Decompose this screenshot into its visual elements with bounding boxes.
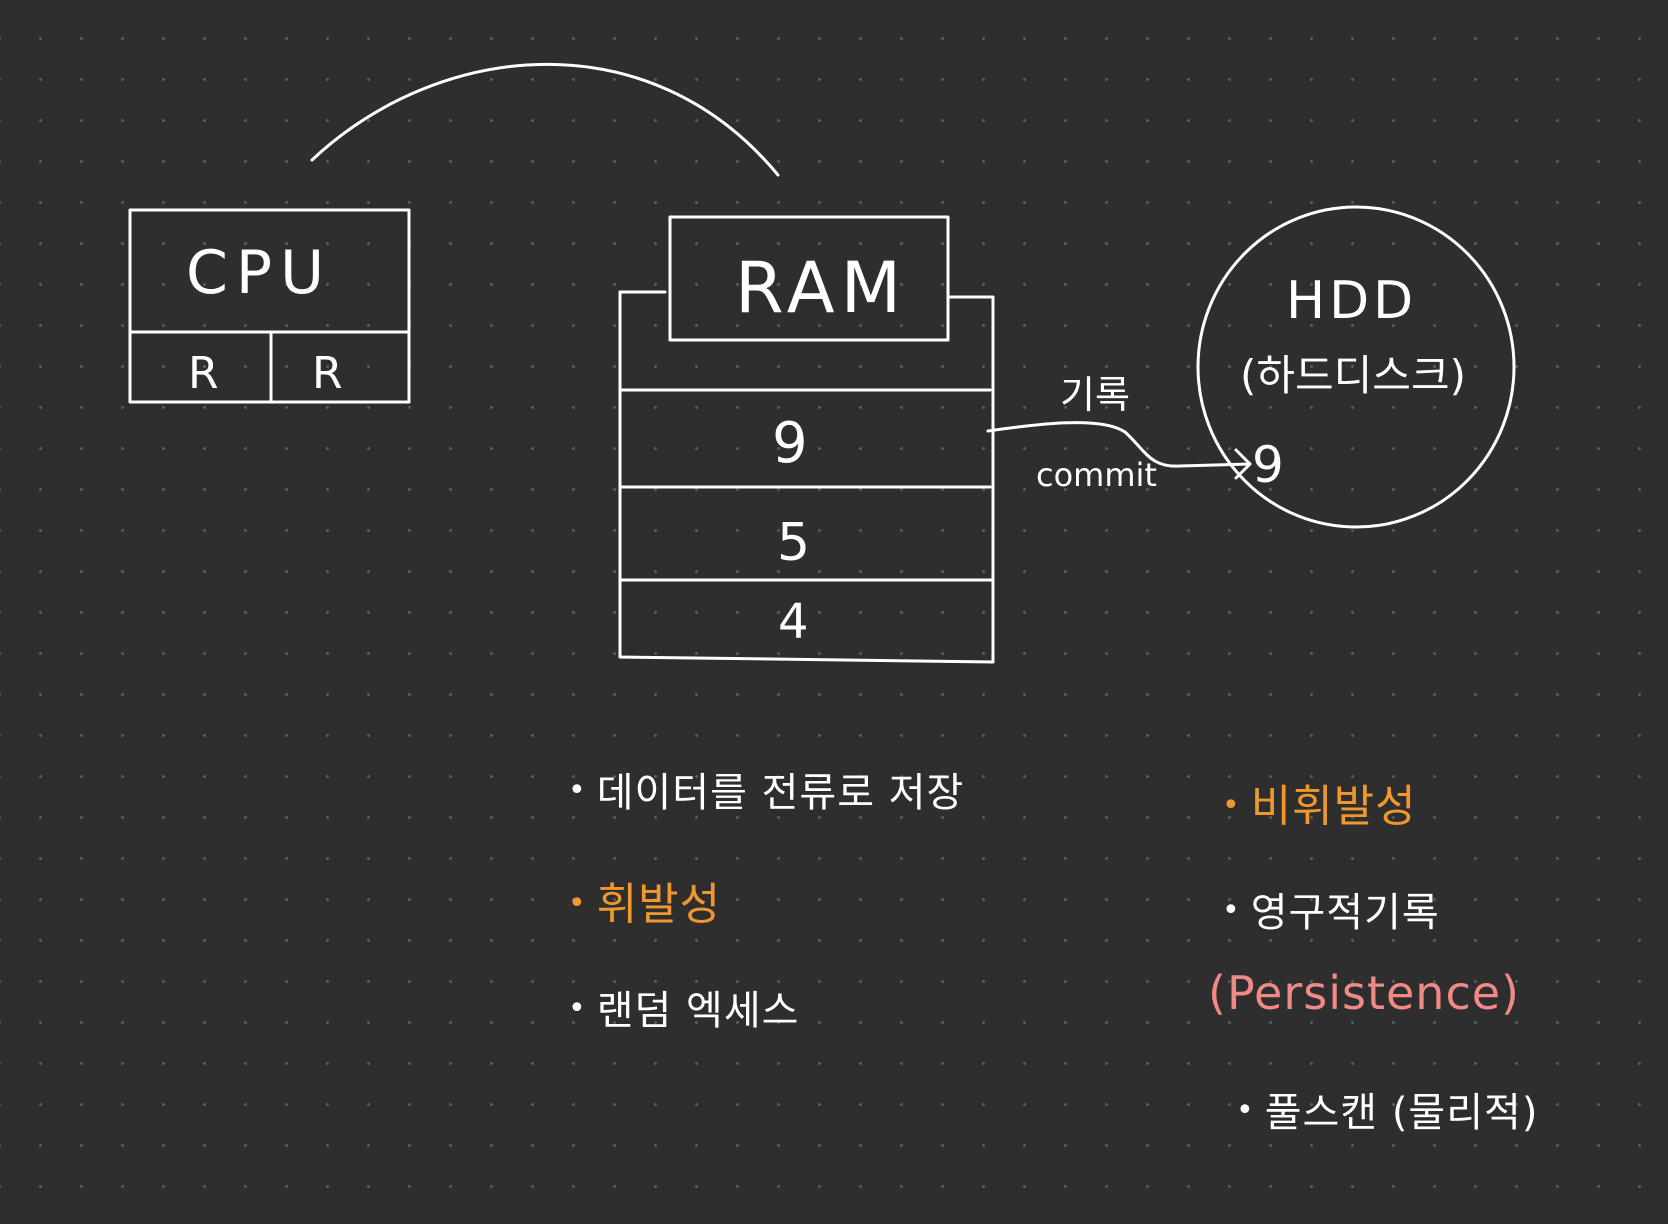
ram-note-random-access: •랜덤 엑세스 — [568, 978, 799, 1036]
ram-container-outline — [618, 290, 995, 664]
bullet-dot: • — [568, 772, 587, 808]
ram-note-current-storage: •데이터를 전류로 저장 — [568, 760, 964, 818]
cpu-register-1: R — [188, 348, 219, 399]
ram-note-text: 랜덤 엑세스 — [596, 988, 800, 1034]
hdd-note-text: 비휘발성 — [1250, 781, 1417, 832]
hdd-note-full-scan: •풀스캔 (물리적) — [1236, 1080, 1538, 1138]
ram-note-volatile: •휘발성 — [568, 868, 721, 932]
ram-cell-value: 9 — [772, 411, 808, 476]
cpu-register-2: R — [312, 348, 343, 399]
cpu-ram-connection-arc — [310, 62, 780, 177]
hdd-label: HDD — [1286, 271, 1417, 331]
arrow-label-commit: commit — [1036, 456, 1157, 494]
bullet-dot: • — [1222, 892, 1241, 928]
cpu-label: CPU — [186, 238, 332, 308]
hdd-note-persistence: (Persistence) — [1208, 966, 1520, 1020]
ram-cell-value: 4 — [778, 594, 809, 650]
hdd-note-permanent-record: •영구적기록 — [1222, 880, 1440, 938]
ram-note-text: 데이터를 전류로 저장 — [596, 770, 965, 816]
commit-arrowhead — [1234, 448, 1252, 480]
ram-note-text: 휘발성 — [596, 879, 722, 930]
hdd-note-text: (Persistence) — [1208, 966, 1520, 1020]
hdd-note-text: 풀스캔 (물리적) — [1264, 1090, 1539, 1136]
hdd-circle — [1196, 205, 1516, 529]
bullet-dot: • — [568, 990, 587, 1026]
hdd-note-non-volatile: •비휘발성 — [1222, 770, 1417, 834]
hdd-stored-value: 9 — [1252, 436, 1284, 494]
ram-cell-value: 5 — [777, 513, 810, 573]
arrow-label-record: 기록 — [1060, 373, 1130, 417]
ram-label-box — [668, 215, 950, 342]
hdd-note-text: 영구적기록 — [1250, 890, 1440, 936]
ram-label: RAM — [735, 247, 907, 329]
bullet-dot: • — [1222, 787, 1241, 823]
hdd-sublabel: (하드디스크) — [1240, 351, 1466, 400]
commit-arrow-line — [986, 421, 1252, 468]
bullet-dot: • — [1236, 1092, 1255, 1128]
bullet-dot: • — [568, 885, 587, 921]
